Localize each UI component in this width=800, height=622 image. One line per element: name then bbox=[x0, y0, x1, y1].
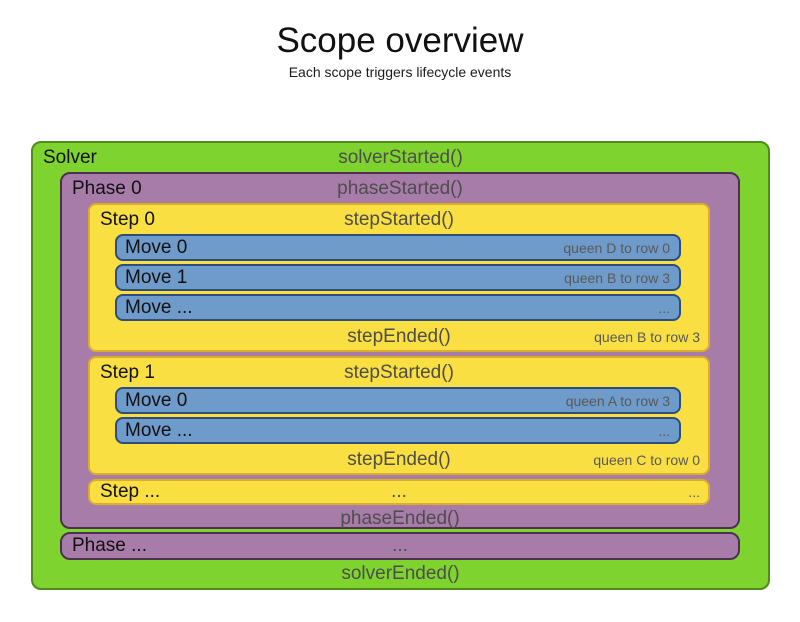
phase-more-label: Phase ... bbox=[72, 535, 147, 556]
step-0-ended-event: stepEnded() bbox=[347, 326, 451, 347]
step-1-ended-event: stepEnded() bbox=[347, 449, 451, 470]
step-0-footer: stepEnded() queen B to row 3 bbox=[90, 324, 708, 350]
move-row: Move 1 queen B to row 3 bbox=[115, 264, 681, 291]
step-1-moves: Move 0 queen A to row 3 Move ... ... bbox=[115, 387, 681, 444]
move-annotation: queen B to row 3 bbox=[564, 269, 670, 286]
step-0-scope-box: Step 0 stepStarted() Move 0 queen D to r… bbox=[88, 203, 710, 352]
phase-0-footer: phaseEnded() bbox=[62, 505, 738, 533]
step-more-center-ellipsis: ... bbox=[391, 481, 407, 502]
move-row: Move ... ... bbox=[115, 417, 681, 444]
step-0-ended-annotation: queen B to row 3 bbox=[594, 329, 700, 345]
solver-started-event: solverStarted() bbox=[338, 146, 463, 168]
solver-footer: solverEnded() bbox=[33, 560, 768, 588]
move-label: Move ... bbox=[125, 296, 193, 318]
solver-label: Solver bbox=[43, 146, 97, 168]
step-1-ended-annotation: queen C to row 0 bbox=[593, 452, 700, 468]
step-1-scope-box: Step 1 stepStarted() Move 0 queen A to r… bbox=[88, 356, 710, 475]
phase-0-scope-box: Phase 0 phaseStarted() Step 0 stepStarte… bbox=[60, 172, 740, 529]
move-annotation: queen D to row 0 bbox=[563, 239, 670, 256]
step-0-label: Step 0 bbox=[100, 208, 155, 230]
step-1-started-event: stepStarted() bbox=[344, 361, 454, 383]
phase-0-label: Phase 0 bbox=[72, 177, 142, 199]
step-1-label: Step 1 bbox=[100, 361, 155, 383]
page-title: Scope overview bbox=[276, 21, 524, 60]
move-label: Move 0 bbox=[125, 236, 188, 258]
move-label: Move 0 bbox=[125, 389, 188, 411]
phase-more-center-ellipsis: ... bbox=[392, 535, 408, 556]
step-more-scope-box: Step ... ... ... bbox=[88, 479, 710, 505]
step-0-started-event: stepStarted() bbox=[344, 208, 454, 230]
move-row: Move 0 queen D to row 0 bbox=[115, 234, 681, 261]
step-1-header: Step 1 stepStarted() bbox=[90, 358, 708, 387]
solver-ended-event: solverEnded() bbox=[341, 563, 460, 584]
step-more-label: Step ... bbox=[100, 481, 161, 502]
move-annotation: ... bbox=[658, 422, 670, 439]
step-more-right-ellipsis: ... bbox=[688, 484, 700, 500]
move-row: Move 0 queen A to row 3 bbox=[115, 387, 681, 414]
solver-scope-box: Solver solverStarted() Phase 0 phaseStar… bbox=[31, 141, 770, 590]
page-subtitle: Each scope triggers lifecycle events bbox=[288, 63, 512, 80]
phase-ended-event: phaseEnded() bbox=[340, 508, 460, 529]
phase-more-scope-box: Phase ... ... bbox=[60, 532, 740, 560]
solver-header: Solver solverStarted() bbox=[33, 143, 768, 172]
step-1-footer: stepEnded() queen C to row 0 bbox=[90, 447, 708, 473]
move-label: Move 1 bbox=[125, 266, 188, 288]
move-row: Move ... ... bbox=[115, 294, 681, 321]
phase-0-header: Phase 0 phaseStarted() bbox=[62, 174, 738, 203]
step-0-header: Step 0 stepStarted() bbox=[90, 205, 708, 234]
move-annotation: queen A to row 3 bbox=[565, 392, 670, 409]
move-annotation: ... bbox=[658, 299, 670, 316]
step-0-moves: Move 0 queen D to row 0 Move 1 queen B t… bbox=[115, 234, 681, 321]
phase-started-event: phaseStarted() bbox=[337, 177, 463, 199]
move-label: Move ... bbox=[125, 419, 193, 441]
